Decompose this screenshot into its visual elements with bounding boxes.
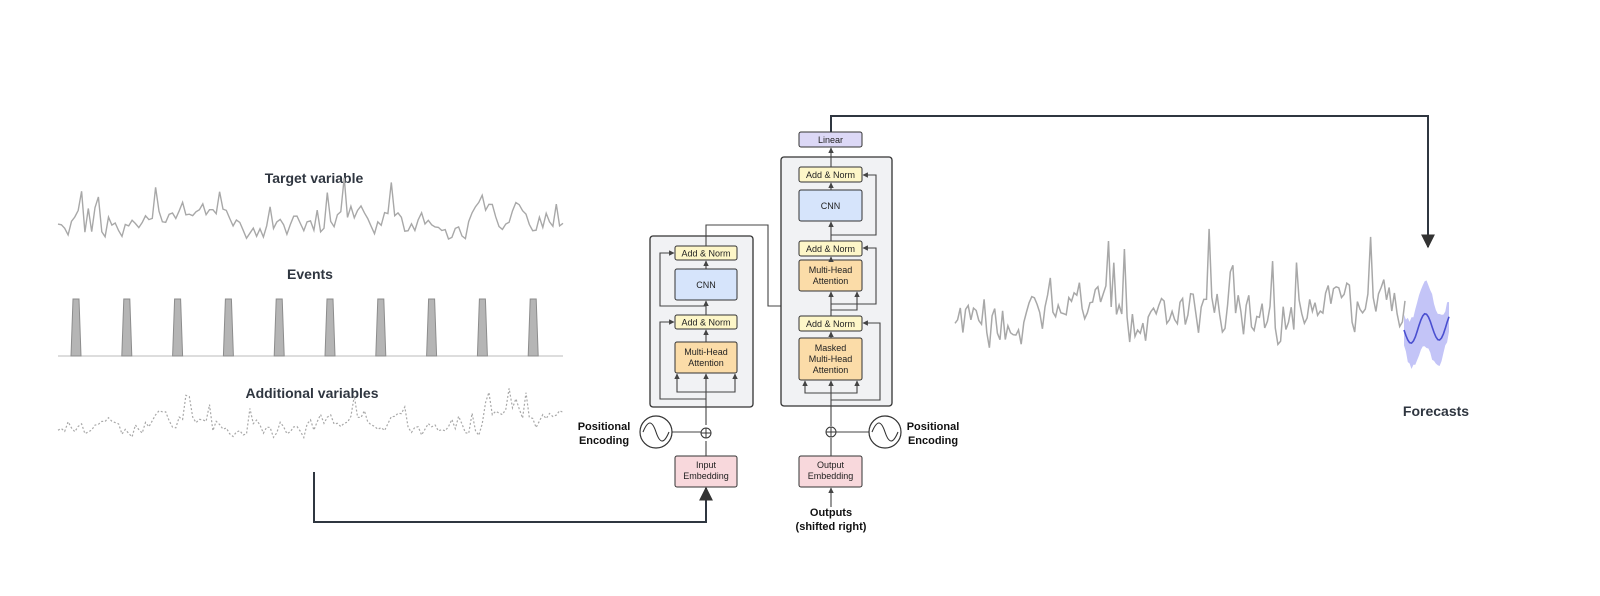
svg-text:Embedding: Embedding <box>808 471 854 481</box>
event-pulse <box>426 298 438 357</box>
encoder-add-norm-bottom: Add & Norm <box>674 314 738 330</box>
events-label: Events <box>287 266 333 282</box>
decoder-arrows <box>802 147 881 507</box>
svg-text:Output: Output <box>817 460 845 470</box>
encoder-cnn-block: CNN <box>674 268 738 301</box>
event-pulse <box>375 298 387 357</box>
svg-text:Positional: Positional <box>578 421 631 433</box>
svg-text:Masked: Masked <box>815 343 847 353</box>
events-pulses <box>70 298 539 357</box>
event-pulse <box>70 298 82 357</box>
event-pulse <box>273 298 285 357</box>
svg-text:Multi-Head: Multi-Head <box>684 347 728 357</box>
event-pulse <box>476 298 488 357</box>
outputs-shifted-label: (shifted right) <box>796 521 867 533</box>
forecast-line <box>1403 312 1450 344</box>
decoder-add-norm-2: Add & Norm <box>798 240 863 257</box>
svg-text:Add & Norm: Add & Norm <box>806 244 855 254</box>
decoder-multi-head-attention: Multi-Head Attention <box>798 259 863 292</box>
svg-text:Multi-Head: Multi-Head <box>809 354 853 364</box>
inputs-to-encoder-connector <box>313 472 713 523</box>
linear-to-forecast-connector <box>830 115 1435 249</box>
svg-text:Multi-Head: Multi-Head <box>809 265 853 275</box>
svg-text:Encoding: Encoding <box>579 435 629 447</box>
event-pulse <box>324 298 336 357</box>
linear-block: Linear <box>798 131 863 148</box>
event-pulse <box>121 298 133 357</box>
svg-text:Attention: Attention <box>813 365 849 375</box>
encoder-positional-encoding: Positional Encoding <box>578 415 712 449</box>
decoder-positional-encoding: Positional Encoding <box>825 415 960 449</box>
input-embedding-block: Input Embedding <box>674 455 738 488</box>
decoder-masked-multi-head-attention: Masked Multi-Head Attention <box>798 337 863 381</box>
svg-text:Linear: Linear <box>818 135 843 145</box>
event-pulse <box>222 298 234 357</box>
svg-text:CNN: CNN <box>696 280 716 290</box>
decoder-add-norm-3: Add & Norm <box>798 315 863 332</box>
svg-text:Add & Norm: Add & Norm <box>681 249 730 259</box>
svg-text:Add & Norm: Add & Norm <box>681 318 730 328</box>
svg-text:Add & Norm: Add & Norm <box>806 319 855 329</box>
svg-text:Add & Norm: Add & Norm <box>806 170 855 180</box>
outputs-label: Outputs <box>810 507 852 519</box>
svg-text:Attention: Attention <box>688 358 724 368</box>
encoder-multi-head-attention: Multi-Head Attention <box>674 341 738 374</box>
svg-text:Attention: Attention <box>813 276 849 286</box>
svg-text:Input: Input <box>696 460 717 470</box>
output-embedding-block: Output Embedding <box>798 455 863 488</box>
target-series-line <box>57 177 564 240</box>
decoder-cnn-block: CNN <box>798 189 863 222</box>
additional-variables-label: Additional variables <box>245 385 378 401</box>
decoder-add-norm-1: Add & Norm <box>798 166 863 183</box>
target-variable-label: Target variable <box>265 170 364 186</box>
event-pulse <box>527 298 539 357</box>
encoder-add-norm-top: Add & Norm <box>674 245 738 261</box>
forecast-uncertainty-band <box>1404 280 1449 369</box>
forecasts-label: Forecasts <box>1403 403 1469 419</box>
event-pulse <box>172 298 184 357</box>
svg-text:Encoding: Encoding <box>908 435 958 447</box>
additional-series-line <box>57 388 564 440</box>
svg-text:CNN: CNN <box>821 201 841 211</box>
history-series-line <box>954 228 1406 348</box>
svg-text:Embedding: Embedding <box>683 471 729 481</box>
svg-text:Positional: Positional <box>907 421 960 433</box>
